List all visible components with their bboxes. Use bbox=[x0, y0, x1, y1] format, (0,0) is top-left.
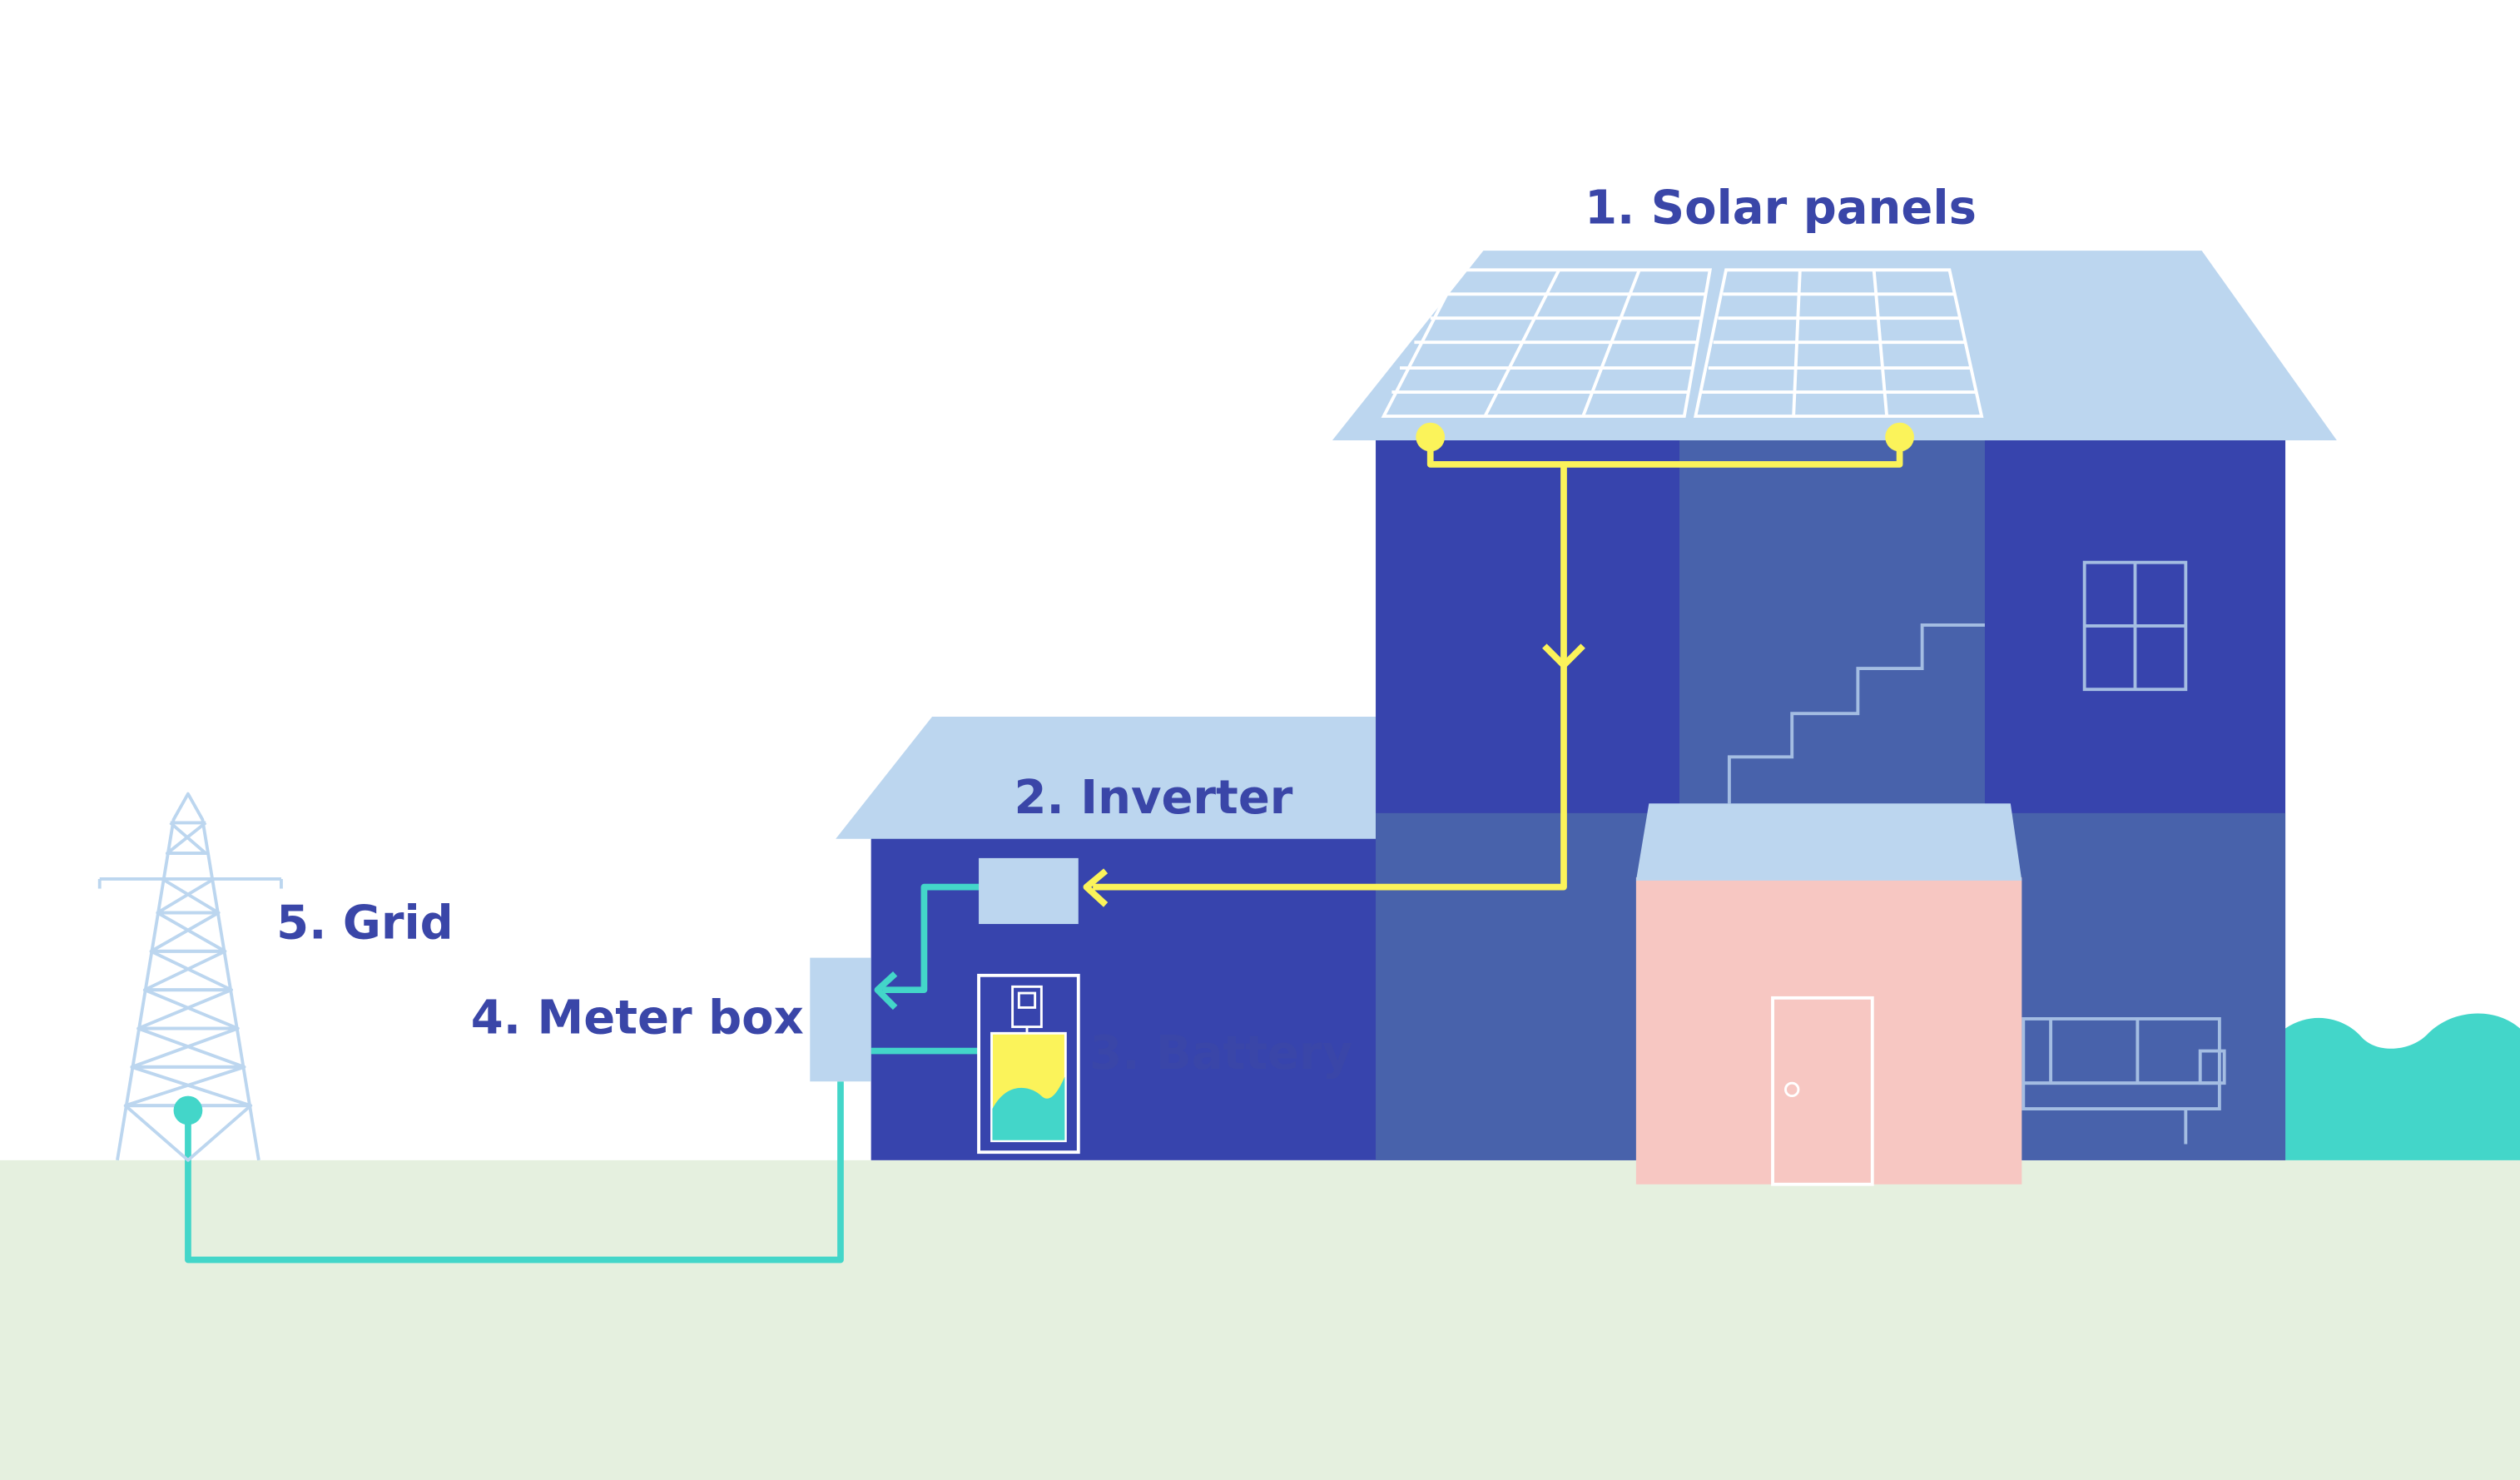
label-battery: 3. Battery bbox=[1089, 1026, 1352, 1080]
label-grid: 5. Grid bbox=[276, 896, 454, 950]
meter-box-icon bbox=[810, 957, 871, 1082]
panel-connector bbox=[1885, 422, 1914, 452]
grid-power-line bbox=[185, 883, 980, 1264]
inverter-box-icon bbox=[979, 857, 1079, 925]
porch bbox=[1635, 803, 2022, 1186]
house-window bbox=[2082, 560, 2188, 692]
label-meter-box: 4. Meter box bbox=[471, 991, 804, 1045]
label-inverter: 2. Inverter bbox=[1014, 771, 1293, 825]
door-knob bbox=[1784, 1081, 1800, 1098]
front-door bbox=[1771, 996, 1874, 1186]
battery-icon bbox=[977, 973, 1080, 1155]
power-pylon-icon bbox=[97, 792, 283, 1162]
solar-panel-icon bbox=[1381, 268, 1984, 418]
label-solar-panels: 1. Solar panels bbox=[1585, 181, 1977, 235]
staircase bbox=[1727, 623, 1985, 804]
sofa bbox=[2021, 1017, 2226, 1145]
flow-arrow-down-icon bbox=[1542, 643, 1585, 669]
panel-connector bbox=[1416, 422, 1446, 452]
grid-connection-point bbox=[173, 1095, 203, 1125]
battery-charge-level bbox=[992, 1076, 1065, 1140]
bush bbox=[2285, 1013, 2520, 1160]
flow-arrow-left-icon bbox=[1083, 868, 1109, 907]
flow-arrow-left-icon bbox=[874, 971, 898, 1011]
ground bbox=[0, 1160, 2520, 1480]
